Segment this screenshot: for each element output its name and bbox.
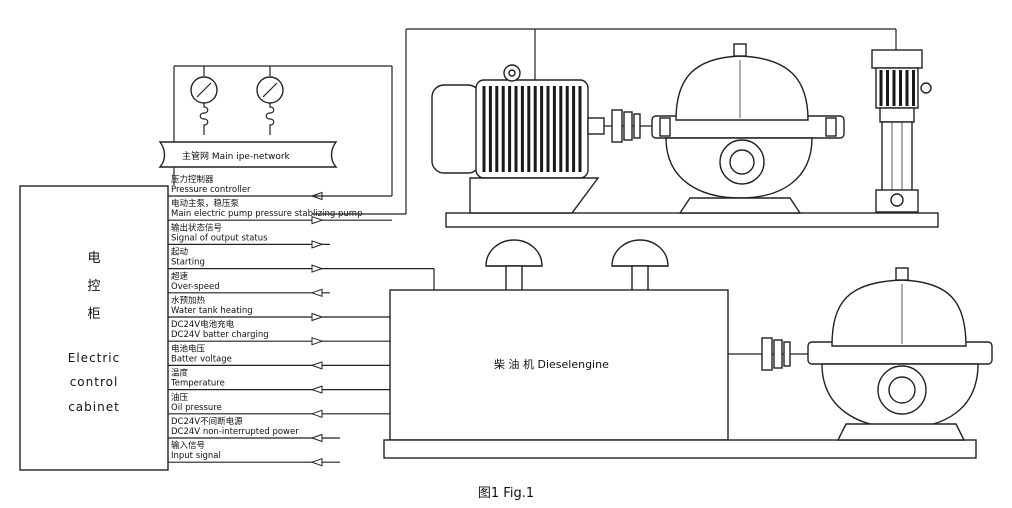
electric-motor-icon — [431, 64, 605, 214]
signal-label-cn: 输入信号 — [171, 440, 205, 451]
coupling-icon — [604, 109, 660, 143]
pressure-gauges: 主管网 Main ipe-network — [158, 65, 393, 197]
signal-label-en: Water tank heating — [171, 306, 253, 316]
stabilizing-pump-icon — [871, 49, 932, 213]
arrow-left-icon — [310, 457, 323, 467]
cabinet-label-3: 柜 — [87, 307, 100, 322]
signal-label-cn: 电动主泵，稳压泵 — [171, 198, 240, 209]
signal-label-en: Main electric pump pressure stablizing p… — [171, 209, 362, 219]
arrow-left-icon — [310, 433, 323, 443]
arrow-right-icon — [311, 240, 324, 249]
signal-label-en: Over-speed — [171, 282, 220, 292]
signal-label-en: DC24V batter charging — [171, 330, 269, 340]
arrow-left-icon — [310, 288, 323, 298]
diesel-pump-set: 柴 油 机 Dieselengine — [383, 239, 993, 459]
split-case-pump-icon — [807, 267, 993, 441]
main-pipe-network-label: 主管网 Main ipe-network — [182, 150, 291, 162]
diesel-engine-label: 柴 油 机 Dieselengine — [494, 357, 609, 371]
signal-label-cn: DC24V不间断电源 — [171, 416, 243, 427]
cabinet-label-5: control — [70, 375, 119, 389]
figure-caption: 图1 Fig.1 — [477, 486, 535, 501]
signal-label-en: Oil pressure — [171, 403, 222, 413]
signal-label-en: DC24V non-interrupted power — [171, 427, 299, 437]
electric-pump-set — [312, 28, 939, 228]
electric-control-cabinet: 电 控 柜 Electric control cabinet — [19, 185, 169, 471]
cabinet-label-6: cabinet — [68, 400, 120, 414]
signal-label-cn: 输出状态信号 — [171, 222, 222, 233]
arrow-right-icon — [311, 264, 324, 273]
pressure-gauge-icon — [256, 66, 284, 135]
signal-label-cn: 水预加热 — [171, 295, 206, 306]
arrow-right-icon — [311, 336, 324, 346]
signal-label-cn: 起动 — [171, 247, 189, 258]
signal-label-cn: 油压 — [171, 392, 189, 403]
pressure-gauge-icon — [190, 66, 218, 135]
signal-label-cn: 压力控制器 — [171, 174, 214, 185]
cabinet-label-4: Electric — [68, 351, 120, 365]
signal-label-en: Temperature — [170, 379, 225, 389]
signal-label-cn: 超速 — [171, 271, 189, 282]
diesel-engine-block — [389, 289, 729, 441]
signal-label-en: Batter voltage — [171, 354, 232, 364]
arrow-left-icon — [310, 385, 323, 394]
cabinet-label-2: 控 — [87, 279, 100, 294]
arrow-left-icon — [310, 409, 323, 419]
signal-label-en: Input signal — [171, 451, 221, 461]
signal-label-en: Pressure controller — [171, 185, 251, 195]
main-pipe-network — [158, 141, 338, 168]
signal-label-cn: 电池电压 — [171, 343, 206, 354]
exhaust-cap-icon — [611, 239, 669, 293]
signal-label-cn: 温度 — [171, 368, 189, 379]
arrow-right-icon — [311, 312, 324, 322]
arrow-left-icon — [310, 361, 323, 370]
split-case-pump-icon — [651, 43, 845, 214]
arrow-right-icon — [311, 215, 324, 225]
cabinet-label-1: 电 — [87, 251, 100, 266]
signal-label-en: Signal of output status — [171, 233, 268, 243]
coupling-icon — [761, 337, 791, 371]
signal-label-en: Starting — [171, 258, 205, 268]
signal-label-cn: DC24V电池充电 — [171, 319, 235, 330]
exhaust-cap-icon — [485, 239, 543, 293]
